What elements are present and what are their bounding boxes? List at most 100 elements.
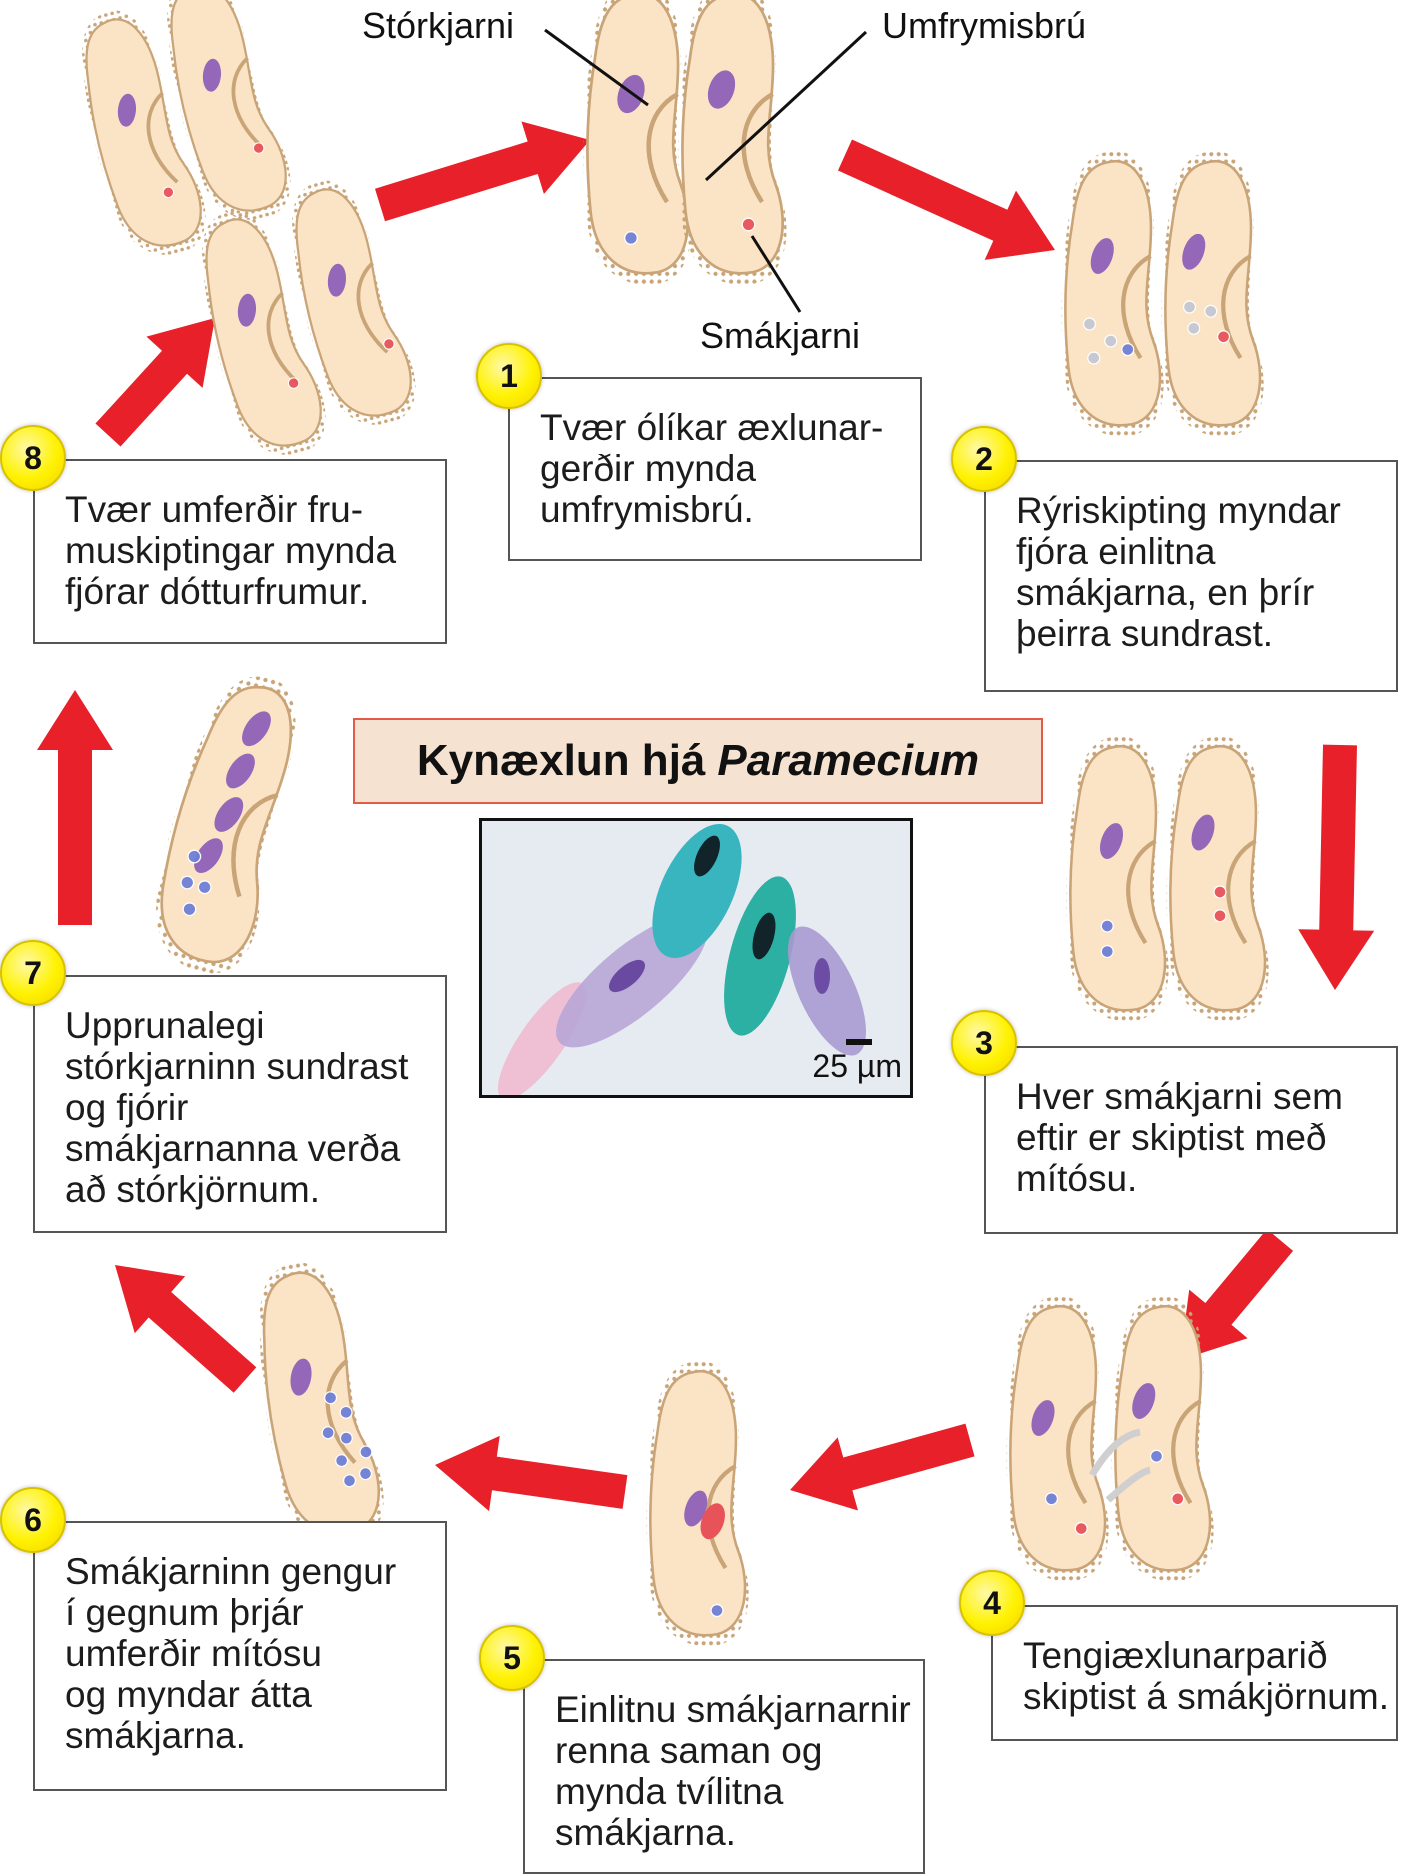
cell-body (1064, 159, 1162, 427)
arrow-step2-to-step3 (1298, 744, 1375, 990)
cell-step4-left (1006, 1295, 1109, 1582)
arrow-step4-to-step5 (790, 1423, 975, 1511)
step-5-badge: 5 (479, 1625, 545, 1691)
cell-body (1114, 1304, 1212, 1572)
cycle-arrows (37, 121, 1375, 1512)
micronucleus (1121, 342, 1135, 357)
micrograph-image (482, 821, 910, 1095)
step-1-box: Tvær ólíkar æxlunar- gerðir mynda umfrym… (508, 377, 922, 561)
micronucleus (1082, 317, 1097, 331)
micronucleus (342, 1474, 357, 1488)
arrow-step3-to-step4 (1180, 1229, 1294, 1360)
step-8-badge: 8 (0, 425, 66, 491)
micronucleus (187, 849, 202, 864)
step-7-line-1: Upprunalegi (65, 1005, 265, 1046)
step-7-line-4: smákjarnanna verða (65, 1128, 401, 1169)
micronucleus (710, 1603, 724, 1618)
step-6-line-1: Smákjarninn gengur (65, 1551, 397, 1592)
micrograph-photo: 25 µm (479, 818, 913, 1098)
cell-body (1169, 744, 1267, 1012)
step-5-box: Einlitnu smákjarnarnir renna saman og my… (523, 1659, 925, 1874)
step-4-line-2: skiptist á smákjörnum. (1023, 1676, 1389, 1717)
micronucleus (1171, 1492, 1185, 1506)
step-4-box: Tengiæxlunarparið skiptist á smákjörnum. (991, 1605, 1398, 1741)
callout-macronucleus: Stórkjarni (362, 5, 515, 46)
micronucleus (358, 1467, 373, 1481)
cell-drawings (82, 0, 1269, 1647)
step-3-line-1: Hver smákjarni sem (1016, 1076, 1343, 1117)
oral-groove (356, 261, 389, 354)
oral-groove (1171, 1399, 1202, 1505)
micronucleus (252, 142, 265, 154)
macronucleus (202, 58, 222, 92)
title-italic: Paramecium (717, 736, 980, 785)
step-8-line-3: fjórar dótturfrumur. (65, 571, 370, 612)
micronucleus (162, 186, 175, 199)
step-8-line-2: muskiptingar mynda (65, 530, 397, 571)
cell-step2-right (1161, 150, 1264, 437)
micronucleus (1100, 944, 1114, 959)
step-7-line-5: að stórkjörnum. (65, 1169, 320, 1210)
oral-groove (1226, 839, 1257, 945)
macronucleus (290, 1358, 312, 1396)
cell-step8-a (82, 10, 206, 255)
cell-body (1164, 159, 1262, 427)
macronucleus (1031, 1400, 1055, 1436)
step-2-line-3: smákjarna, en þrír (1016, 572, 1315, 613)
exchange-arrow-up (1088, 1428, 1141, 1477)
micronucleus (339, 1431, 353, 1445)
step-1-line-1: Tvær ólíkar æxlunar- (540, 407, 884, 448)
micronucleus (339, 1405, 353, 1419)
micronucleus (182, 902, 197, 917)
oral-groove (1221, 254, 1252, 360)
cell-step3-left (1066, 735, 1169, 1022)
step-8-box: Tvær umferðir fru- muskiptingar mynda fj… (33, 459, 447, 644)
callout-micronucleus: Smákjarni (700, 315, 861, 356)
step-7-line-2: stórkjarninn sundrast (65, 1046, 409, 1087)
micronucleus (1204, 304, 1218, 318)
cell-body (586, 0, 690, 275)
step-3-line-3: mítósu. (1016, 1158, 1138, 1199)
micronucleus (741, 217, 756, 232)
cell-body (170, 0, 287, 212)
macronucleus (1099, 823, 1124, 859)
oral-groove (1126, 839, 1157, 945)
micronucleus (323, 1391, 338, 1405)
step-7-badge: 7 (0, 940, 66, 1006)
oral-groove (231, 56, 264, 149)
micronucleus (1074, 1521, 1088, 1536)
oral-groove (231, 792, 279, 898)
macronucleus (1132, 1383, 1156, 1419)
cell-step2-left (1061, 150, 1164, 437)
callout-leader-lines (544, 28, 868, 313)
step-7-line-3: og fjórir (65, 1087, 189, 1128)
exchange-arrow-down (1105, 1466, 1152, 1503)
cell-step8-d (292, 180, 416, 425)
cell-body (262, 1271, 381, 1535)
oral-groove (741, 92, 774, 204)
callout-cytoplasmic-bridge: Umfrymisbrú (882, 5, 1086, 46)
macronucleus (1182, 233, 1206, 270)
oral-groove (1121, 254, 1152, 360)
cell-step1-right (678, 0, 787, 285)
cell-body (1009, 1304, 1107, 1572)
macronucleus (226, 753, 255, 789)
micronucleus (1213, 909, 1227, 923)
oral-groove (266, 291, 299, 384)
scale-bar (846, 1039, 872, 1045)
cell-body (1069, 744, 1167, 1012)
micronucleus (287, 377, 300, 389)
micronucleus (335, 1453, 349, 1468)
micronucleus (383, 338, 395, 350)
micronucleus (1216, 330, 1231, 344)
step-6-badge: 6 (0, 1487, 66, 1553)
macronucleus (214, 797, 244, 832)
cell-step4-right (1111, 1295, 1214, 1582)
step-5-line-3: mynda tvílitna (555, 1771, 784, 1812)
cell-body (681, 0, 785, 275)
step-1-line-2: gerðir mynda (540, 448, 756, 489)
micronucleus (1044, 1492, 1059, 1506)
micronucleus (321, 1426, 335, 1440)
step-6-line-3: umferðir mítósu (65, 1633, 323, 1674)
